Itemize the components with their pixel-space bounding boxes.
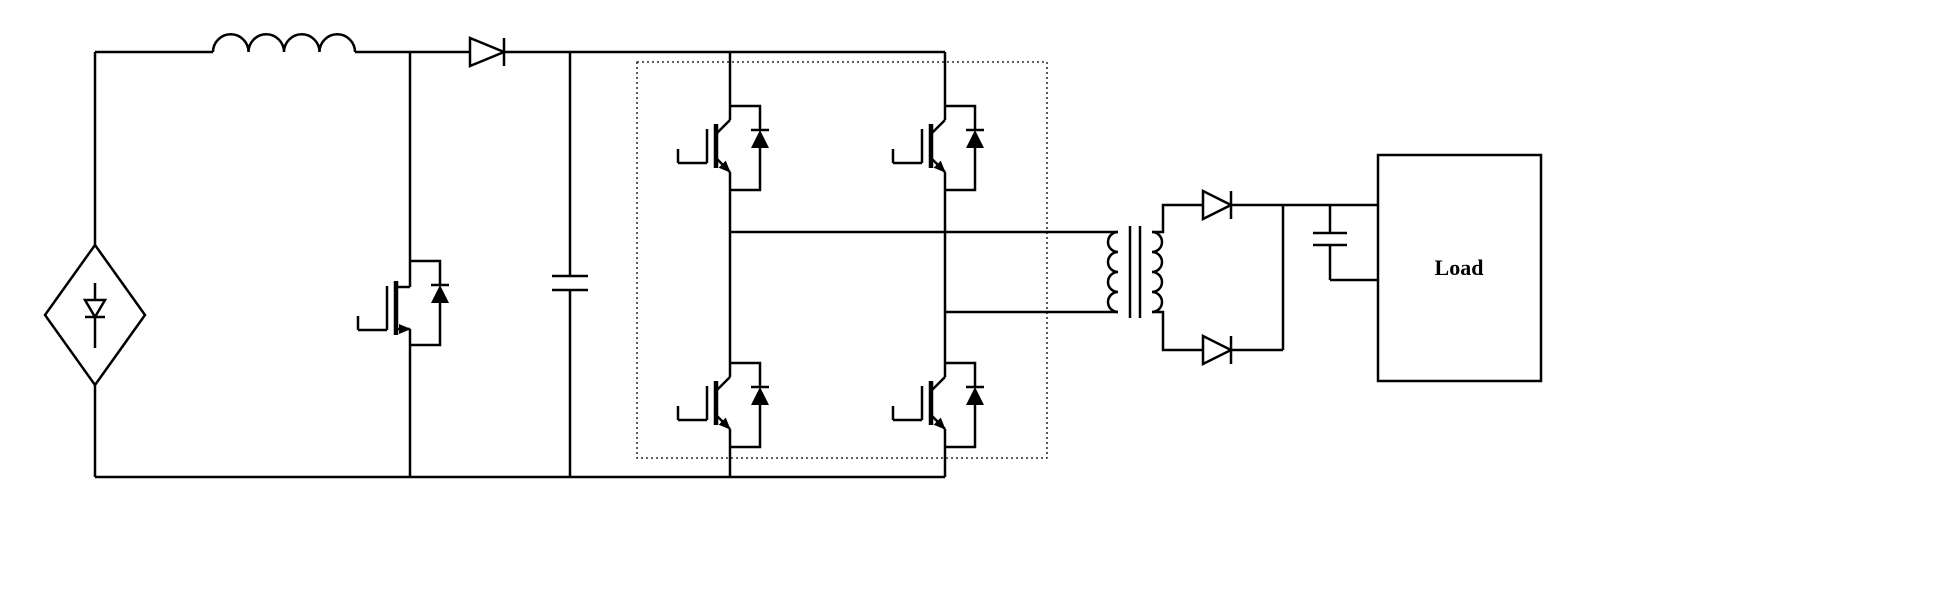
inverter-dashed-outline bbox=[636, 61, 1048, 459]
dc-bus-wires bbox=[93, 50, 945, 479]
boost-diode-icon bbox=[468, 36, 508, 68]
boost-switch-mosfet bbox=[358, 52, 449, 477]
output-cap-bottom-wire bbox=[1328, 245, 1378, 282]
rectifier-diode-triangle bbox=[82, 298, 108, 320]
dc-link-capacitor-icon bbox=[552, 52, 588, 477]
transformer-secondary-winding bbox=[1151, 230, 1164, 314]
load-block: Load bbox=[1376, 153, 1543, 383]
transformer-primary-winding bbox=[1106, 230, 1119, 314]
transformer-core bbox=[1128, 226, 1142, 318]
load-box bbox=[1376, 153, 1543, 383]
full-bridge-igbt-inverter bbox=[636, 52, 1118, 477]
igbt-q1-icon bbox=[678, 90, 769, 220]
load-label: Load bbox=[1435, 255, 1484, 280]
rectifier-diamond bbox=[43, 242, 147, 388]
isolation-transformer-icon bbox=[1106, 226, 1164, 318]
secondary-bottom-wire bbox=[1152, 310, 1203, 352]
output-diode-bottom-triangle bbox=[1201, 333, 1234, 367]
secondary-top-wire bbox=[1152, 203, 1203, 234]
igbt-q2-icon bbox=[893, 90, 984, 220]
output-diode-top-triangle bbox=[1201, 188, 1234, 222]
boost-diode-triangle bbox=[468, 36, 508, 68]
output-rectifier bbox=[1152, 188, 1378, 367]
output-filter-capacitor-icon bbox=[1313, 205, 1378, 282]
ac-input-bridge-rectifier-icon bbox=[43, 242, 147, 388]
mosfet-icon bbox=[358, 245, 449, 375]
boost-inductor-icon bbox=[211, 33, 357, 53]
